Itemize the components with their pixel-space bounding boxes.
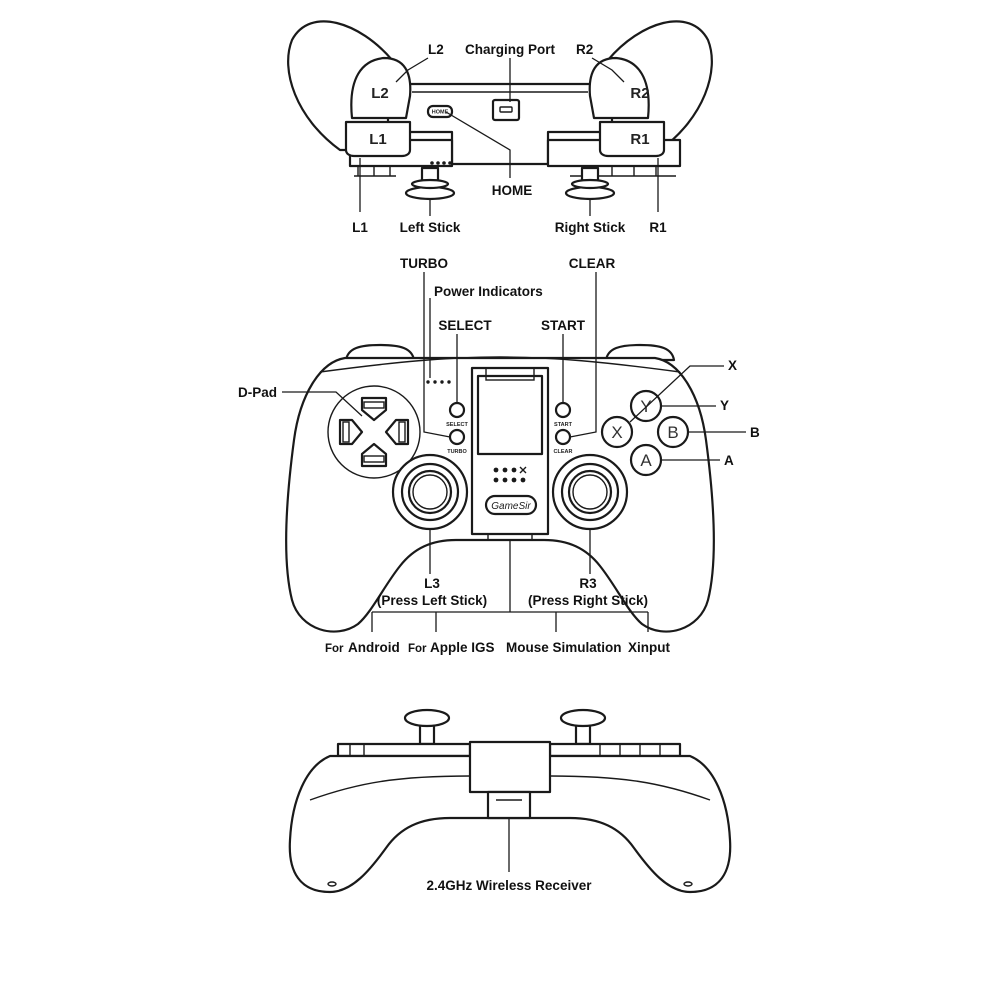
label-b: B (750, 425, 760, 440)
brand-text: GameSir (491, 501, 531, 512)
top-l2-button[interactable]: L2 (350, 56, 412, 120)
turbo-button[interactable]: TURBO (447, 428, 467, 455)
label-power-indicators: Power Indicators (434, 284, 543, 299)
face-a-text: A (640, 451, 652, 470)
label-x: X (728, 358, 737, 373)
label-receiver: 2.4GHz Wireless Receiver (427, 878, 593, 893)
dpad-right[interactable] (384, 418, 410, 446)
top-right-stick[interactable] (564, 166, 616, 201)
label-for-apple-prefix: For (408, 643, 427, 655)
face-b-text: B (667, 423, 678, 442)
left-analog-stick[interactable] (391, 453, 469, 531)
dpad-down[interactable] (360, 442, 388, 468)
label-turbo: TURBO (400, 256, 448, 271)
label-top-l1: L1 (352, 220, 368, 235)
label-apple: Apple IGS (430, 640, 495, 655)
label-select: SELECT (438, 318, 492, 333)
top-home-text: HOME (432, 110, 449, 116)
label-top-r1: R1 (649, 220, 667, 235)
label-y: Y (720, 398, 729, 413)
label-r2: R2 (576, 42, 593, 57)
face-button-a[interactable]: A (629, 443, 663, 477)
top-r2-text: R2 (630, 85, 649, 102)
label-r3-sub: (Press Right Stick) (528, 593, 648, 608)
label-start: START (541, 318, 586, 333)
clear-text: CLEAR (554, 449, 573, 455)
label-a: A (724, 453, 734, 468)
right-analog-stick[interactable] (551, 453, 629, 531)
top-l1-text: L1 (369, 131, 387, 148)
charging-port (491, 98, 521, 122)
back-right-stick (559, 708, 607, 746)
power-indicators (426, 380, 451, 384)
start-text: START (554, 422, 573, 428)
select-button[interactable]: SELECT (446, 401, 468, 428)
label-home: HOME (492, 183, 533, 198)
top-l2-text: L2 (371, 85, 389, 102)
front-view: GameSir SELECT TURBO START CLEAR Y (238, 256, 760, 655)
label-l3-sub: (Press Left Stick) (377, 593, 487, 608)
dpad-up[interactable] (360, 396, 388, 422)
face-x-text: X (611, 423, 622, 442)
top-left-stick[interactable] (404, 166, 456, 201)
gamesir-logo (484, 494, 538, 516)
label-mouse-simulation: Mouse Simulation (506, 640, 622, 655)
label-right-stick: Right Stick (555, 220, 626, 235)
turbo-text: TURBO (447, 449, 467, 455)
label-left-stick: Left Stick (400, 220, 461, 235)
top-r1-text: R1 (630, 131, 649, 148)
phone-holder: GameSir (470, 366, 550, 541)
label-l2: L2 (428, 42, 444, 57)
label-android: Android (348, 640, 400, 655)
label-dpad: D-Pad (238, 385, 277, 400)
back-left-stick (403, 708, 451, 746)
label-l3: L3 (424, 576, 440, 591)
top-home-button[interactable]: HOME (426, 104, 454, 119)
back-body (288, 754, 732, 894)
label-clear: CLEAR (569, 256, 616, 271)
label-for-android-prefix: For (325, 643, 344, 655)
face-button-b[interactable]: B (656, 415, 690, 449)
label-r3: R3 (579, 576, 597, 591)
label-xinput: Xinput (628, 640, 670, 655)
dpad[interactable] (338, 396, 410, 468)
back-view: 2.4GHz Wireless Receiver (288, 708, 732, 894)
wireless-receiver (486, 790, 532, 820)
top-view: L2 L1 R2 R1 HOME (287, 20, 713, 235)
label-charging-port: Charging Port (465, 42, 556, 57)
dpad-left[interactable] (338, 418, 364, 446)
top-l1-button[interactable]: L1 (344, 120, 412, 158)
top-r2-button[interactable]: R2 (588, 56, 650, 120)
face-button-x[interactable]: X (600, 415, 634, 449)
top-r1-button[interactable]: R1 (598, 120, 666, 158)
select-text: SELECT (446, 422, 468, 428)
